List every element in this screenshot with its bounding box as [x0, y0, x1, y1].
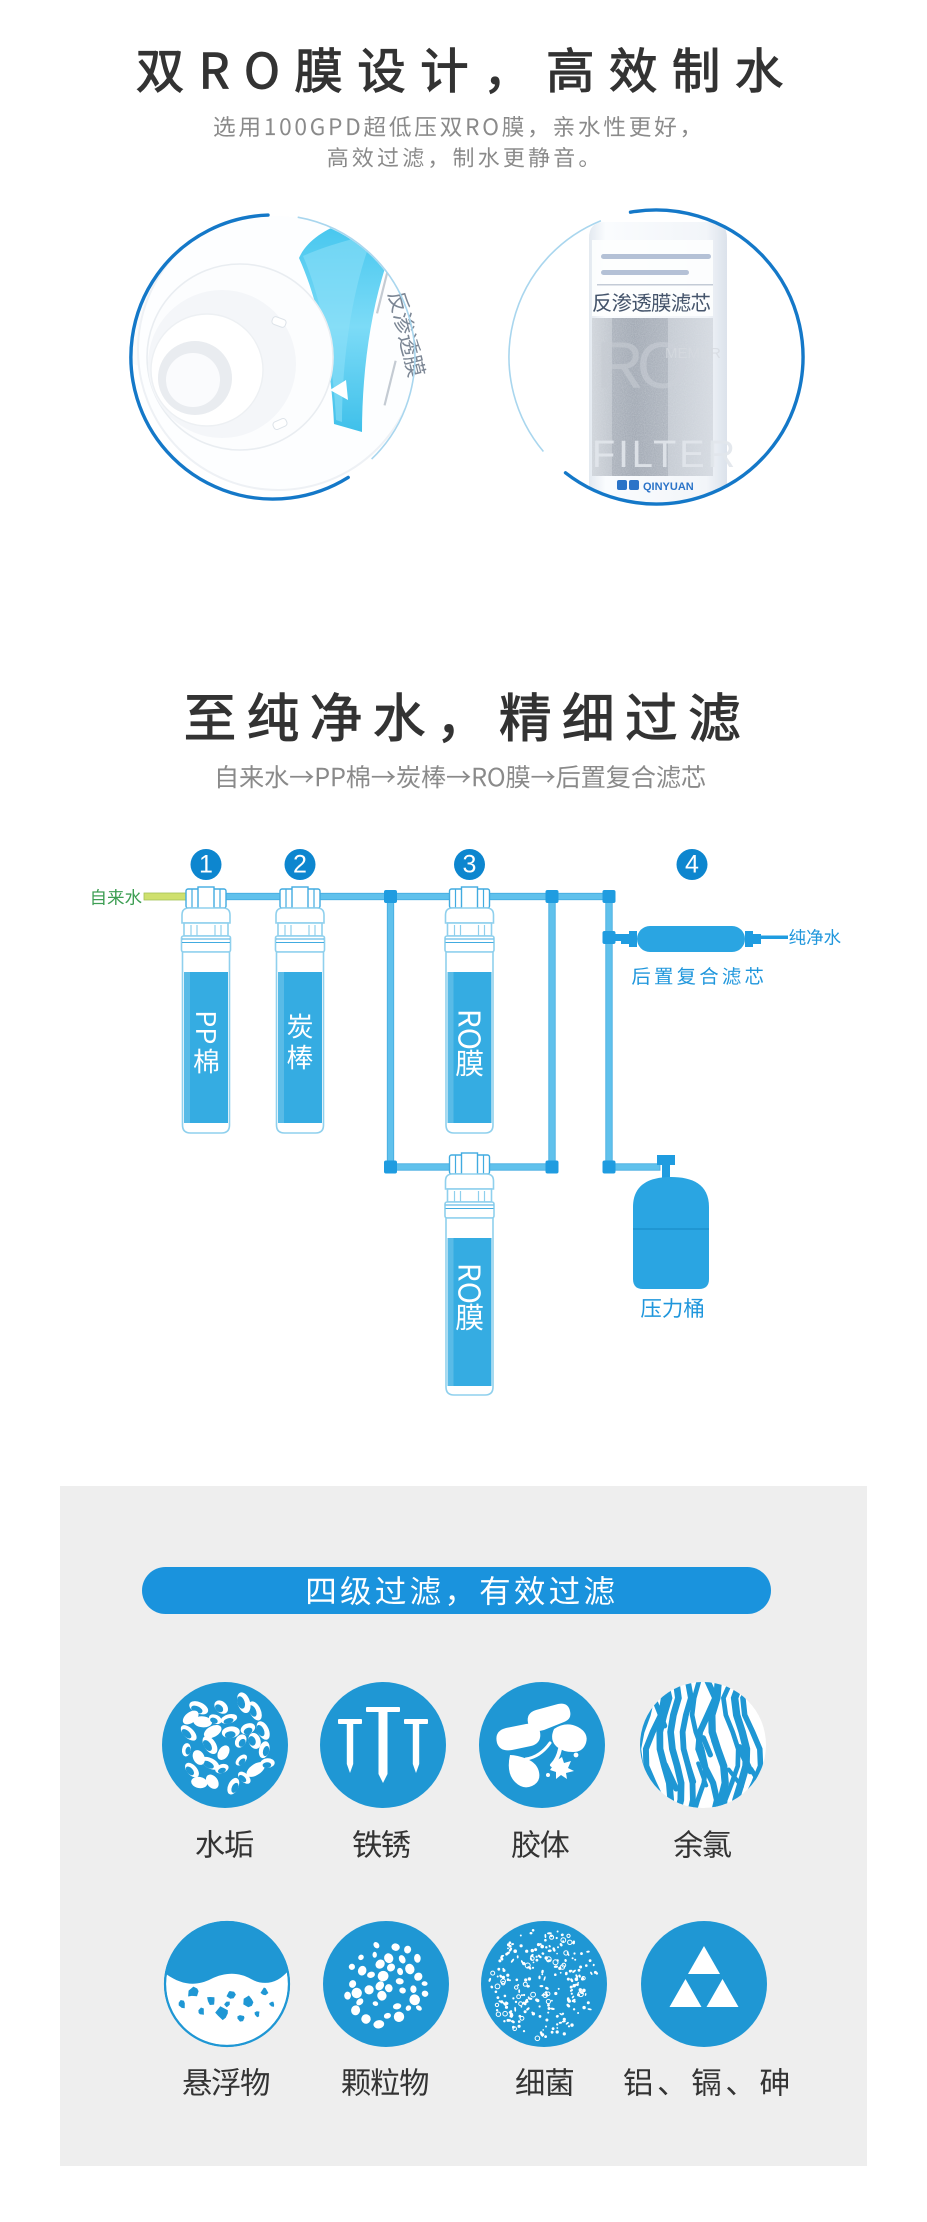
svg-text:4: 4 [685, 851, 699, 879]
svg-text:2: 2 [293, 851, 307, 879]
svg-text:R: R [596, 328, 644, 402]
svg-text:QINYUAN: QINYUAN [643, 481, 694, 493]
svg-text:1: 1 [199, 851, 213, 879]
svg-text:3: 3 [463, 851, 477, 879]
svg-text:MEMBR: MEMBR [665, 345, 721, 362]
svg-text:O: O [637, 328, 688, 402]
svg-text:FILTER: FILTER [592, 434, 738, 476]
